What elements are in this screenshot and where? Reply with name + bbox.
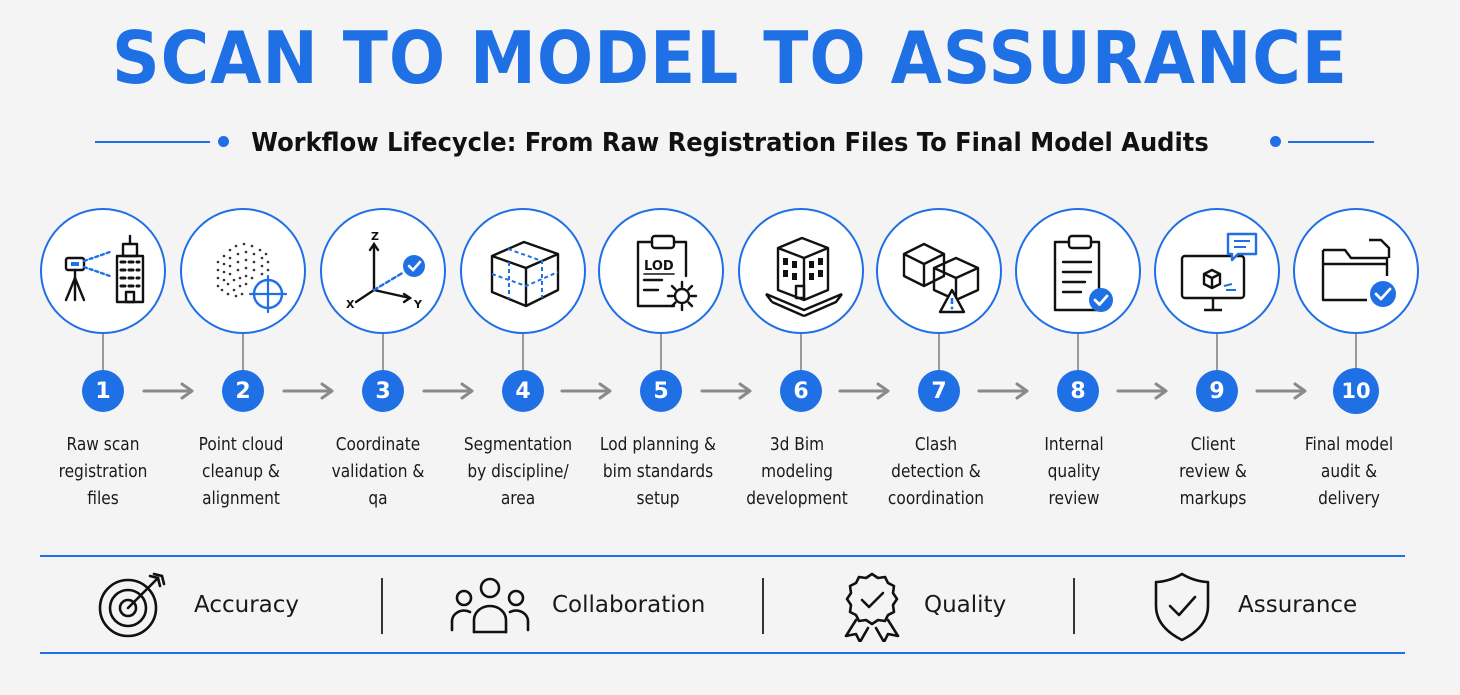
step-3-number: 3 (362, 370, 404, 412)
footer-bottom-divider (40, 652, 1405, 654)
laser-scanner-building-icon (64, 234, 145, 304)
value-divider (381, 578, 383, 634)
monitor-comment-icon (1180, 232, 1258, 312)
step-4-number: 4 (502, 370, 544, 412)
lod-clipboard-gear-icon: LOD (636, 234, 698, 312)
quality-badge-icon (844, 572, 900, 642)
step-7-label: Clash detection & coordination (887, 435, 985, 509)
value-accuracy: Accuracy (96, 570, 336, 640)
step-8-circle (1015, 208, 1141, 334)
arrow-right-icon (977, 382, 1029, 400)
subtitle-dot-left (218, 136, 229, 147)
page-subtitle: Workflow Lifecycle: From Raw Registratio… (251, 128, 1209, 158)
arrow-right-icon (560, 382, 612, 400)
subtitle-line-left (95, 141, 210, 143)
clipboard-check-icon (1053, 234, 1113, 312)
subtitle-dot-right (1270, 136, 1281, 147)
step-9-number: 9 (1196, 370, 1238, 412)
value-assurance: Assurance (1150, 570, 1370, 642)
step-9-circle (1154, 208, 1280, 334)
arrow-right-icon (1116, 382, 1168, 400)
step-5-connector (660, 334, 662, 374)
step-4-connector (522, 334, 524, 374)
step-2-connector (242, 334, 244, 374)
arrow-right-icon (282, 382, 334, 400)
arrow-right-icon (838, 382, 890, 400)
step-9-label: Client review & markups (1179, 435, 1247, 509)
step-10-connector (1355, 334, 1357, 374)
xyz-axes-check-icon: Z X Y (346, 230, 425, 311)
arrow-right-icon (142, 382, 194, 400)
value-divider (1073, 578, 1075, 634)
value-quality: Quality (838, 570, 1038, 642)
page-title: SCAN TO MODEL TO ASSURANCE (112, 16, 1348, 100)
subtitle-line-right (1288, 141, 1374, 143)
lod-text: LOD (644, 259, 674, 274)
value-quality-label: Quality (924, 592, 1007, 618)
step-6-number: 6 (780, 370, 822, 412)
team-people-icon (450, 577, 530, 634)
folder-check-icon (1321, 238, 1396, 307)
footer-top-divider (40, 555, 1405, 557)
step-6-label: 3d Bim modeling development (746, 435, 848, 509)
arrow-right-icon (1255, 382, 1307, 400)
3d-building-icon (765, 236, 843, 318)
step-5-number: 5 (640, 370, 682, 412)
axis-x-label: X (346, 298, 355, 311)
step-7-circle (876, 208, 1002, 334)
step-6-circle (738, 208, 864, 334)
step-1-label: Raw scan registration files (58, 435, 148, 509)
step-9-connector (1216, 334, 1218, 374)
step-3-label: Coordinate validation & qa (331, 435, 425, 509)
step-7-connector (938, 334, 940, 374)
value-collaboration: Collaboration (450, 570, 710, 640)
step-2-circle (180, 208, 306, 334)
step-5-circle: LOD (598, 208, 724, 334)
value-accuracy-label: Accuracy (194, 592, 300, 618)
step-10-circle (1293, 208, 1419, 334)
step-6-connector (800, 334, 802, 374)
step-2-label: Point cloud cleanup & alignment (198, 435, 284, 509)
arrow-right-icon (422, 382, 474, 400)
step-8-label: Internal quality review (1044, 435, 1104, 509)
step-4-circle (460, 208, 586, 334)
value-divider (762, 578, 764, 634)
step-4-label: Segmentation by discipline/ area (463, 435, 573, 509)
step-5-label: Lod planning & bim standards setup (599, 435, 717, 509)
step-10-label: Final model audit & delivery (1304, 435, 1394, 509)
clash-cubes-warning-icon (902, 242, 980, 314)
step-1-number: 1 (82, 370, 124, 412)
step-1-connector (102, 334, 104, 374)
step-7-number: 7 (918, 370, 960, 412)
step-8-connector (1077, 334, 1079, 374)
shield-check-icon (1154, 572, 1210, 642)
step-3-circle: Z X Y (320, 208, 446, 334)
arrow-right-icon (700, 382, 752, 400)
value-assurance-label: Assurance (1238, 592, 1358, 618)
step-2-number: 2 (222, 370, 264, 412)
subtitle-row: Workflow Lifecycle: From Raw Registratio… (0, 120, 1460, 164)
value-collaboration-label: Collaboration (552, 592, 706, 618)
axis-y-label: Y (413, 298, 423, 311)
step-3-connector (382, 334, 384, 374)
step-10-number: 10 (1333, 368, 1379, 414)
step-1-circle (40, 208, 166, 334)
target-arrow-icon (98, 572, 166, 638)
point-cloud-target-icon (216, 242, 288, 314)
axis-z-label: Z (371, 230, 379, 243)
step-8-number: 8 (1057, 370, 1099, 412)
segmented-cube-icon (490, 240, 560, 308)
